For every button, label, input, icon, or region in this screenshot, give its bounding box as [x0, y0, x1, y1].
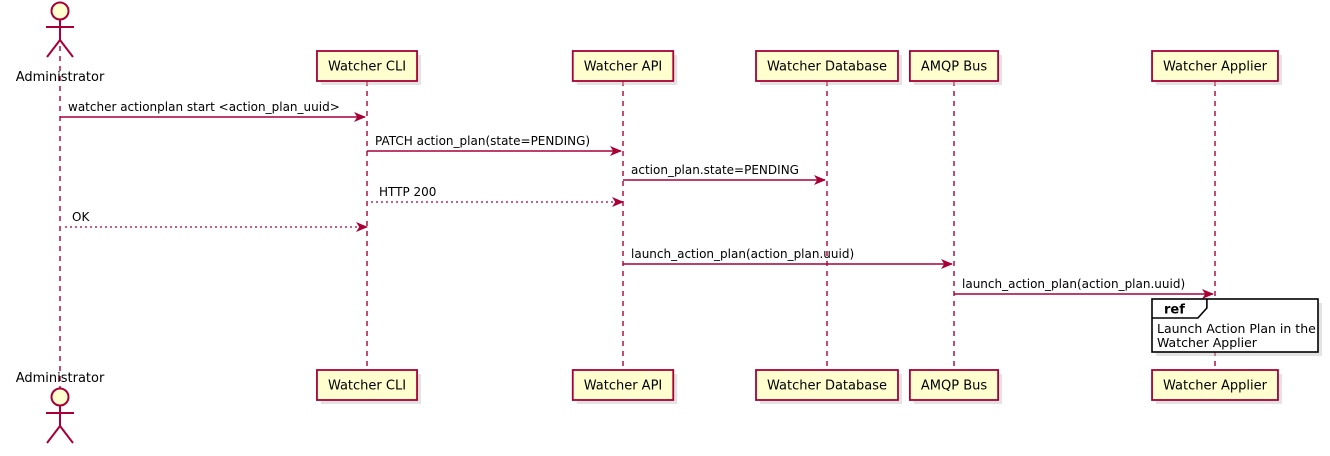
actor-administrator-top: Administrator — [16, 1, 105, 85]
participant-label-watcher-database-top: Watcher Database — [767, 60, 887, 75]
participant-label-amqp-bus-bottom: AMQP Bus — [921, 379, 987, 394]
ref-tab-outline — [1152, 299, 1208, 319]
participant-box-watcher-applier-bottom[interactable]: Watcher Applier — [1151, 369, 1282, 404]
participant-box-amqp-bus-top[interactable]: AMQP Bus — [908, 50, 1003, 85]
message-label-5: launch_action_plan(action_plan.uuid) — [631, 247, 854, 261]
participant-label-watcher-database-bottom: Watcher Database — [767, 379, 887, 394]
message-0: watcher actionplan start <action_plan_uu… — [60, 100, 366, 122]
actor-label-administrator-bottom: Administrator — [16, 371, 105, 386]
participant-box-watcher-api-bottom[interactable]: Watcher API — [571, 369, 678, 404]
ref-text-line-1: Launch Action Plan in the — [1157, 321, 1316, 336]
participant-label-watcher-cli-top: Watcher CLI — [328, 60, 406, 75]
actor-label-administrator-top: Administrator — [16, 70, 105, 85]
participant-box-watcher-database-top[interactable]: Watcher Database — [755, 50, 902, 85]
participant-box-watcher-api-top[interactable]: Watcher API — [571, 50, 678, 85]
participant-box-watcher-cli-bottom[interactable]: Watcher CLI — [316, 369, 422, 404]
message-5: launch_action_plan(action_plan.uuid) — [623, 247, 953, 269]
message-2: action_plan.state=PENDING — [623, 163, 826, 185]
message-label-4: OK — [72, 210, 90, 224]
ref-text-line-2: Watcher Applier — [1157, 335, 1258, 350]
message-3: HTTP 200 — [369, 185, 624, 207]
message-label-2: action_plan.state=PENDING — [631, 163, 799, 177]
message-label-0: watcher actionplan start <action_plan_uu… — [68, 100, 340, 114]
ref-box — [1151, 298, 1319, 353]
participant-label-watcher-api-bottom: Watcher API — [584, 379, 663, 394]
message-6: launch_action_plan(action_plan.uuid) — [954, 277, 1214, 299]
participant-label-watcher-api-top: Watcher API — [584, 60, 663, 75]
message-label-3: HTTP 200 — [379, 185, 436, 199]
participant-box-watcher-applier-top[interactable]: Watcher Applier — [1151, 50, 1282, 85]
ref-keyword: ref — [1164, 303, 1185, 318]
message-label-1: PATCH action_plan(state=PENDING) — [375, 134, 590, 148]
messages-group: watcher actionplan start <action_plan_uu… — [60, 100, 1214, 299]
participant-box-amqp-bus-bottom[interactable]: AMQP Bus — [908, 369, 1003, 404]
lifelines-group — [59, 46, 1216, 396]
message-label-6: launch_action_plan(action_plan.uuid) — [962, 277, 1185, 291]
participant-label-watcher-applier-top: Watcher Applier — [1163, 60, 1268, 75]
participant-label-watcher-applier-bottom: Watcher Applier — [1163, 379, 1268, 394]
participant-headers-group: Administrator Watcher CLI Watcher API Watch… — [16, 1, 1282, 85]
participant-label-watcher-cli-bottom: Watcher CLI — [328, 379, 406, 394]
participant-box-watcher-database-bottom[interactable]: Watcher Database — [755, 369, 902, 404]
message-1: PATCH action_plan(state=PENDING) — [367, 134, 622, 156]
participant-box-watcher-cli-top[interactable]: Watcher CLI — [316, 50, 422, 85]
participant-label-amqp-bus-top: AMQP Bus — [921, 60, 987, 75]
message-4: OK — [62, 210, 368, 232]
actor-administrator-bottom: Administrator — [16, 371, 105, 444]
